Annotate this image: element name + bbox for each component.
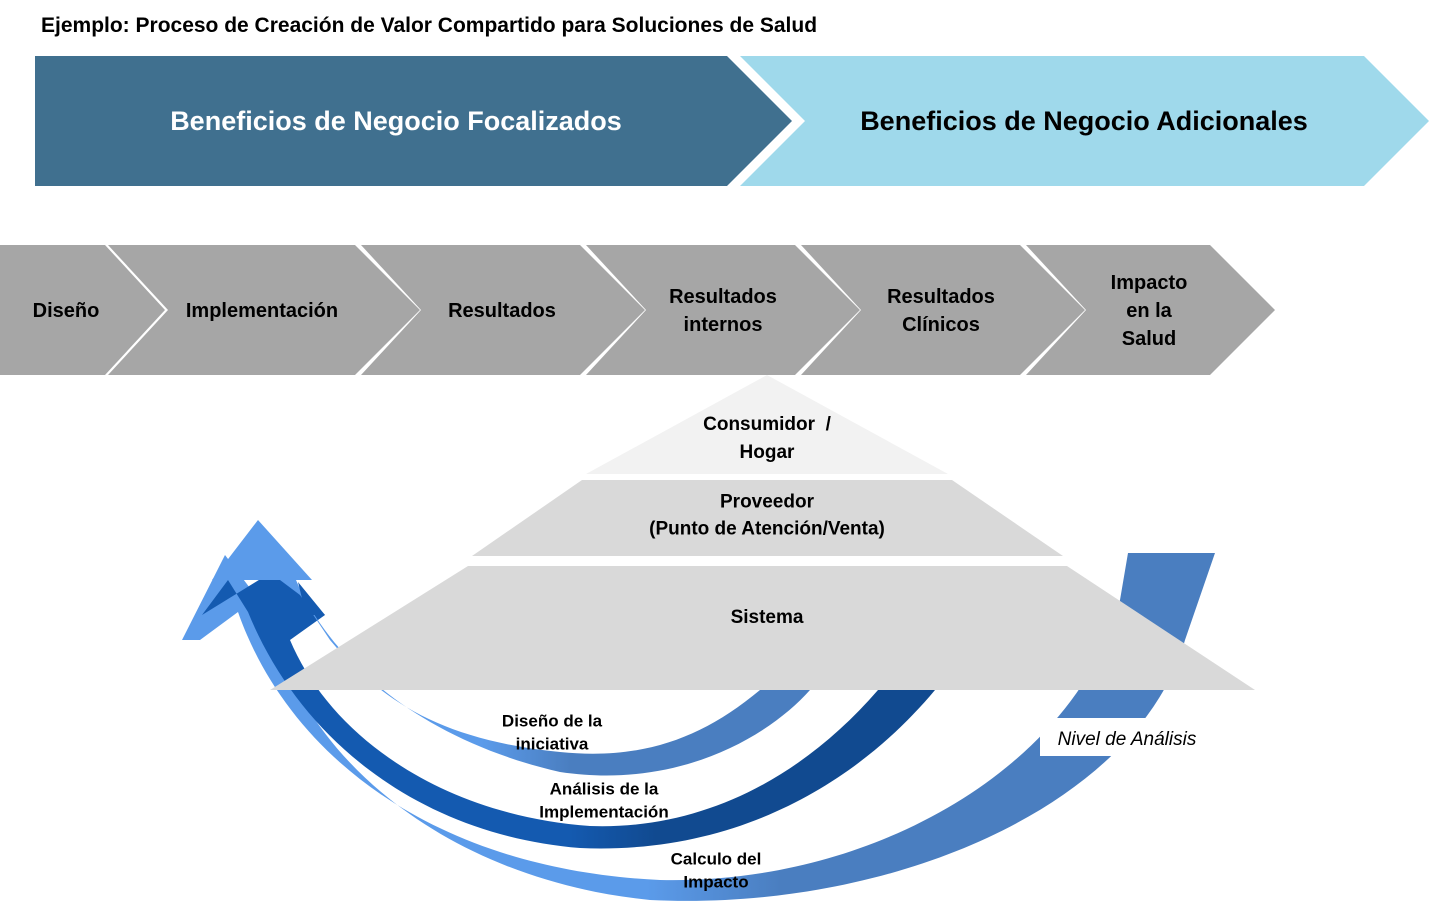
arc-label: Calculo del (671, 850, 762, 869)
analysis-pyramid (270, 375, 1255, 690)
process-step-label: en la (1126, 300, 1172, 322)
process-step-label: Resultados (448, 300, 556, 322)
pyramid-level-label: Consumidor / (703, 414, 831, 435)
process-step-chevron (586, 245, 860, 375)
process-step-label: internos (684, 314, 763, 336)
process-step-chevron (801, 245, 1085, 375)
pyramid-level-label: Sistema (731, 607, 804, 628)
banner-focused-benefits (35, 56, 792, 186)
banner-row: Beneficios de Negocio Focalizados Benefi… (35, 56, 1429, 186)
axis-label-bg (1040, 718, 1220, 756)
arc-implementation-analysis (202, 570, 935, 849)
arc-label: Impacto (683, 873, 748, 892)
banner-additional-benefits-label: Beneficios de Negocio Adicionales (860, 106, 1308, 136)
process-step-label: Impacto (1111, 272, 1188, 294)
banner-focused-benefits-label: Beneficios de Negocio Focalizados (170, 106, 622, 136)
arc-label: Diseño de la (502, 712, 603, 731)
diagram-title: Ejemplo: Proceso de Creación de Valor Co… (41, 14, 817, 37)
arc-label: Implementación (539, 803, 668, 822)
process-step-label: Resultados (669, 286, 777, 308)
analysis-arcs (182, 520, 1215, 901)
process-step-chevron (108, 245, 420, 375)
arc-label: Análisis de la (550, 780, 659, 799)
process-step-chevron (1026, 245, 1275, 375)
analysis-level-label: Nivel de Análisis (1058, 729, 1197, 750)
process-step-label: Implementación (186, 300, 338, 322)
process-step-label: Diseño (33, 300, 100, 322)
pyramid-level-system (270, 566, 1255, 690)
arc-impact-calculation (182, 553, 1215, 901)
process-step-label: Clínicos (902, 314, 980, 336)
process-step-chevron (0, 245, 165, 375)
process-step-label: Resultados (887, 286, 995, 308)
pyramid-level-label: Proveedor (720, 492, 815, 513)
arc-initiative-design (212, 520, 810, 776)
arrow-notch-shadow (298, 582, 325, 615)
process-step-label: Salud (1122, 328, 1176, 350)
pyramid-level-label: (Punto de Atención/Venta) (649, 519, 885, 540)
pyramid-level-provider (472, 480, 1063, 556)
pyramid-level-consumer (586, 375, 948, 474)
arc-label: iniciativa (516, 735, 589, 754)
pyramid-level-label: Hogar (740, 442, 796, 463)
banner-additional-benefits (740, 56, 1429, 186)
process-step-chevron (361, 245, 645, 375)
